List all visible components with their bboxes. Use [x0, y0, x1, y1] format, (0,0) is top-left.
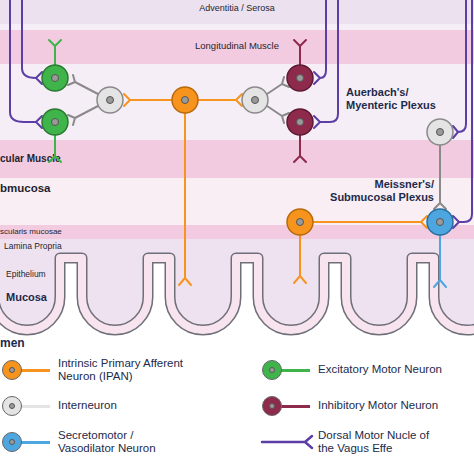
- interneuron-axon: [267, 77, 289, 94]
- layer-name: Adventitia / Serosa: [0, 3, 474, 13]
- motor-axon: [294, 40, 306, 65]
- secretomotor-neuron: [427, 209, 453, 235]
- nucleus: [52, 119, 59, 126]
- epithelium-band: [0, 258, 474, 330]
- ipan-neuron: [172, 87, 198, 113]
- motor-axon: [294, 135, 306, 162]
- lamina-propria-fill: [0, 239, 474, 330]
- excitatory-neuron: [42, 109, 68, 135]
- legend-nucleus: [269, 403, 275, 409]
- motor-axon: [49, 135, 61, 162]
- layer-name: scularis mucosae: [0, 227, 200, 236]
- nucleus: [107, 97, 114, 104]
- vagal-efferent: [314, 0, 326, 84]
- ipan-axon: [294, 235, 306, 283]
- interneuron-axon: [68, 75, 98, 94]
- legend-nucleus: [9, 367, 15, 373]
- legend-text: Intrinsic Primary Afferent Neuron (IPAN): [58, 357, 188, 383]
- legend-text: Secretomotor / Vasodilator Neuron: [58, 429, 170, 455]
- interneuron: [427, 119, 453, 145]
- nucleus: [437, 219, 444, 226]
- inhibitory-neuron: [287, 65, 313, 91]
- layer-name: Longitudinal Muscle: [0, 41, 474, 52]
- legend-text: Excitatory Motor Neuron: [318, 363, 468, 376]
- nucleus: [297, 75, 304, 82]
- tissue-layer: Lamina PropriaEpitheliumMucosa: [0, 239, 474, 339]
- vagal-efferent: [453, 0, 466, 138]
- layer-name: Lamina Propria: [4, 242, 124, 252]
- legend-axon-sample: [20, 441, 50, 444]
- tissue-layer: Longitudinal Muscle: [0, 30, 474, 64]
- layer-name: bmucosa: [0, 182, 200, 195]
- nucleus: [252, 97, 259, 104]
- legend-axon-sample: [280, 369, 310, 372]
- legend-text: Interneuron: [58, 399, 208, 412]
- plexus-label: men: [0, 337, 60, 351]
- ipan-axon: [313, 216, 427, 228]
- interneuron-axon: [434, 145, 446, 209]
- nucleus: [52, 75, 59, 82]
- legend-nucleus: [9, 439, 15, 445]
- layer-name: Mucosa: [6, 291, 66, 304]
- ipan-axon: [179, 113, 191, 285]
- neuron-bodies: [42, 65, 453, 235]
- vagal-efferent: [453, 0, 472, 228]
- legend-axon-sample: [280, 405, 310, 408]
- neuron-wiring: [10, 0, 472, 287]
- excitatory-neuron: [42, 65, 68, 91]
- legend-nucleus: [269, 367, 275, 373]
- vagal-efferent: [314, 0, 338, 128]
- legend-text: Dorsal Motor Nucle of the Vagus Effe: [318, 429, 433, 455]
- interneuron: [97, 87, 123, 113]
- epithelium-outline: [0, 258, 474, 330]
- nucleus: [297, 119, 304, 126]
- vagal-legend-sample: [262, 436, 312, 448]
- nucleus: [182, 97, 189, 104]
- layer-name: cular Muscle: [0, 153, 200, 165]
- legend-axon-sample: [20, 405, 50, 408]
- interneuron-axon: [267, 106, 289, 123]
- secretomotor-axon: [434, 235, 446, 287]
- plexus-label: Auerbach's/ Myenteric Plexus: [346, 86, 454, 111]
- ipan-axon: [124, 94, 172, 106]
- motor-axon: [49, 40, 61, 65]
- plexus-label: Meissner's/ Submucosal Plexus: [316, 178, 434, 203]
- nucleus: [437, 129, 444, 136]
- interneuron: [242, 87, 268, 113]
- interneuron-axon: [68, 106, 98, 125]
- vagal-efferent: [10, 0, 42, 128]
- ipan-neuron: [287, 209, 313, 235]
- tissue-layer: cular Muscle: [0, 140, 474, 178]
- legend-axon-sample: [20, 369, 50, 372]
- ipan-axon: [198, 94, 242, 106]
- inhibitory-neuron: [287, 109, 313, 135]
- legend-text: Inhibitory Motor Neuron: [318, 399, 468, 412]
- layer-name: Epithelium: [6, 270, 66, 280]
- tissue-layer: Adventitia / Serosa: [0, 0, 474, 24]
- nucleus: [297, 219, 304, 226]
- legend-nucleus: [9, 403, 15, 409]
- vagal-efferent: [22, 0, 42, 84]
- tissue-layer: scularis mucosae: [0, 225, 474, 239]
